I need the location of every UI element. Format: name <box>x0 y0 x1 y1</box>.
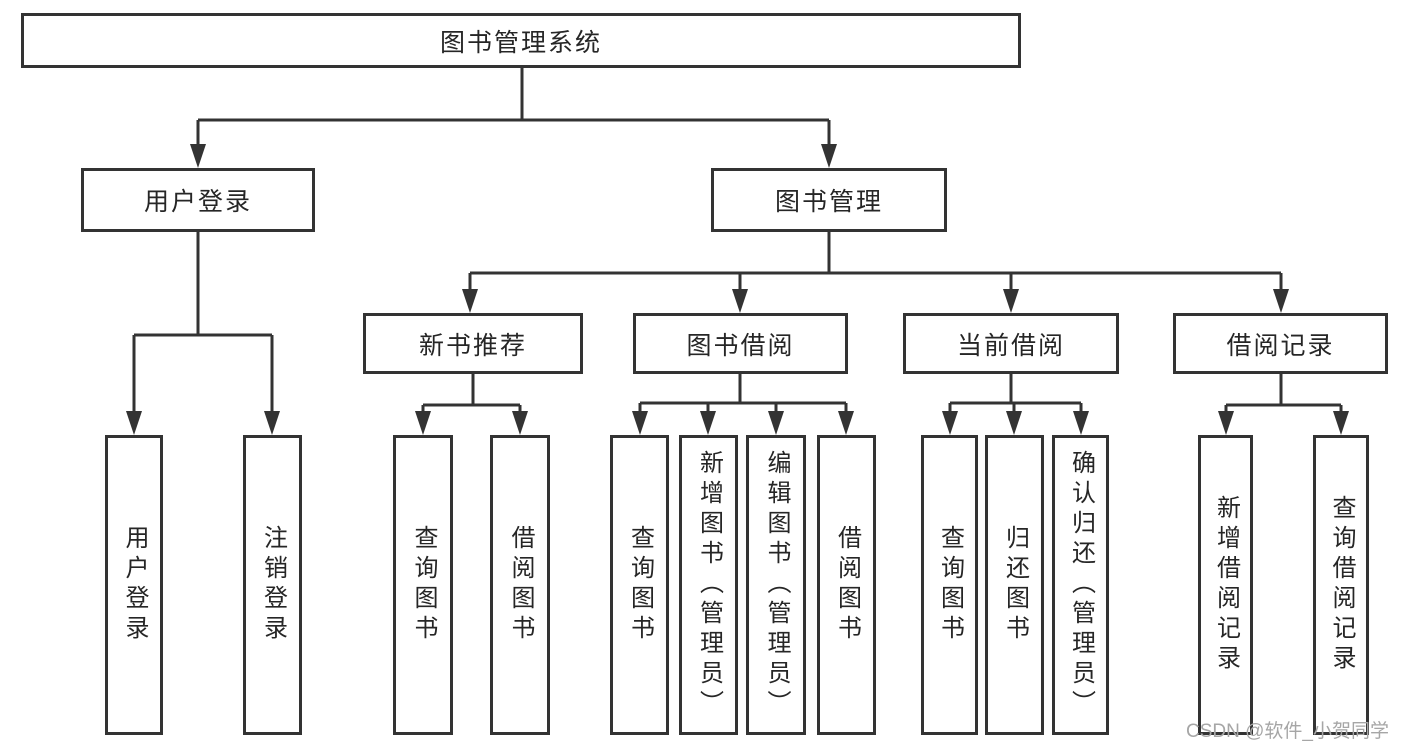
node-logout: 注销登录 <box>243 435 302 735</box>
node-query-borrow-record: 查询借阅记录 <box>1313 435 1369 735</box>
node-label: 图书管理 <box>774 188 883 216</box>
node-label: 查询图书 <box>410 525 437 645</box>
node-label: 图书管理系统 <box>439 28 602 57</box>
node-borrow-books-leaf: 借阅图书 <box>817 435 876 735</box>
node-borrow-records: 借阅记录 <box>1173 313 1388 374</box>
node-add-book-admin: 新增图书（管理员） <box>679 435 738 735</box>
node-label: 注销登录 <box>259 525 287 645</box>
node-confirm-return-admin: 确认归还（管理员） <box>1052 435 1109 735</box>
node-label: 新增图书（管理员） <box>695 450 723 720</box>
node-label: 编辑图书（管理员） <box>763 450 790 720</box>
node-query-books-recommend: 查询图书 <box>393 435 453 735</box>
node-query-books-borrow: 查询图书 <box>610 435 669 735</box>
node-label: 借阅记录 <box>1226 331 1335 360</box>
node-label: 查询图书 <box>936 525 964 645</box>
node-borrow-books-recommend: 借阅图书 <box>490 435 550 735</box>
node-label: 用户登录 <box>143 188 252 216</box>
node-label: 当前借阅 <box>956 331 1065 360</box>
node-new-book-recommend: 新书推荐 <box>363 313 583 374</box>
node-label: 查询图书 <box>626 525 654 645</box>
node-label: 用户登录 <box>121 525 148 645</box>
edges-current-borrow <box>942 374 1089 435</box>
node-label: 确认归还（管理员） <box>1067 450 1095 720</box>
edges-book-management <box>462 232 1289 313</box>
node-label: 借阅图书 <box>833 525 861 645</box>
watermark: CSDN @软件_小贺同学 <box>1186 721 1389 742</box>
node-current-borrow: 当前借阅 <box>903 313 1119 374</box>
edges-borrow-records <box>1218 374 1349 435</box>
node-label: 新书推荐 <box>418 331 527 360</box>
node-book-management: 图书管理 <box>711 168 947 232</box>
edges-book-borrow <box>632 374 854 435</box>
node-library-management-system: 图书管理系统 <box>21 13 1021 68</box>
node-edit-book-admin: 编辑图书（管理员） <box>746 435 806 735</box>
node-label: 归还图书 <box>1001 525 1029 645</box>
node-user-login: 用户登录 <box>81 168 315 232</box>
node-user-login-leaf: 用户登录 <box>105 435 163 735</box>
node-book-borrow: 图书借阅 <box>633 313 848 374</box>
node-label: 借阅图书 <box>507 525 534 645</box>
node-label: 图书借阅 <box>686 331 795 360</box>
edges-new-book-recommend <box>415 374 528 435</box>
node-add-borrow-record: 新增借阅记录 <box>1198 435 1253 735</box>
node-return-books: 归还图书 <box>985 435 1044 735</box>
node-label: 新增借阅记录 <box>1212 495 1240 675</box>
node-label: 查询借阅记录 <box>1328 495 1355 675</box>
edges-root <box>190 68 837 168</box>
node-query-books-current: 查询图书 <box>921 435 978 735</box>
edges-user-login <box>126 232 280 435</box>
